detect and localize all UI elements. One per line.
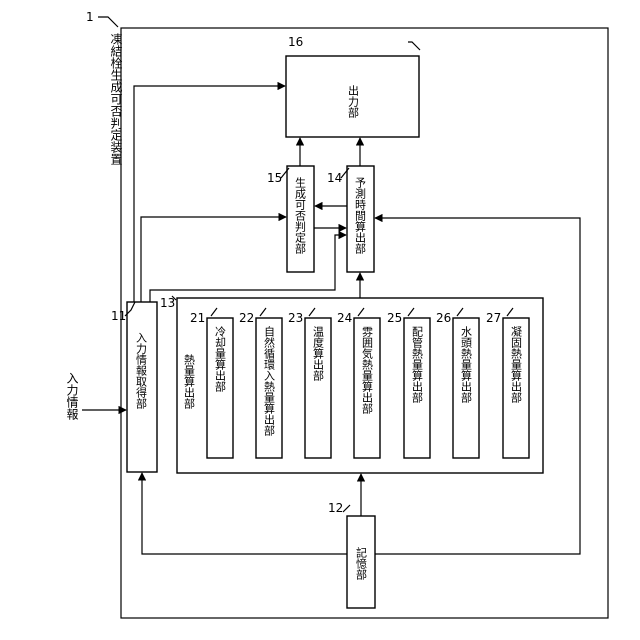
input-info-label: 入力情報 [65, 372, 79, 421]
ref-natural-circulation: 22 [239, 311, 254, 325]
water-heat-label: 水頭熱量算出部 [460, 326, 473, 403]
ref-cooling: 21 [190, 311, 205, 325]
ref-heat-calc: 13 [160, 296, 175, 310]
ref-solidification-heat: 27 [486, 311, 501, 325]
solidification-heat-label: 凝固熱量算出部 [510, 325, 523, 403]
ref-leader-device [98, 17, 118, 27]
ref-output: 16 [288, 35, 303, 49]
device-title: 凍結栓生成可否判定装置 [109, 33, 123, 165]
storage-label: 記憶部 [355, 546, 368, 580]
wire-storage-to-input [142, 473, 347, 554]
wire-input-to-time [150, 235, 346, 302]
ref-ambient-heat: 24 [337, 311, 352, 325]
freeze-time-label: 予測時間算出部 [354, 177, 367, 254]
natural-circulation-label: 自然循環入熱量算出部 [263, 326, 276, 436]
input-acquisition-label: 入力情報取得部 [135, 332, 148, 409]
heat-calc-label: 熱量算出部 [183, 354, 196, 409]
ref-freeze-time: 14 [327, 171, 342, 185]
ref-input-acquisition: 11 [111, 309, 126, 323]
ref-pipe-heat: 25 [387, 311, 402, 325]
ref-leader-storage [343, 505, 350, 512]
wire-input-to-output [134, 86, 285, 302]
output-block-label: 出力部 [347, 84, 360, 118]
ambient-heat-label: 雰囲気熱量算出部 [361, 326, 374, 414]
wire-input-to-judge [141, 217, 286, 302]
ref-storage: 12 [328, 501, 343, 515]
ref-freeze-judge: 15 [267, 171, 282, 185]
freeze-judge-label: 生成可否判定部 [294, 176, 307, 254]
pipe-heat-label: 配管熱量算出部 [411, 326, 424, 403]
cooling-label: 冷却量算出部 [214, 326, 227, 392]
ref-temperature: 23 [288, 311, 303, 325]
ref-water-heat: 26 [436, 311, 451, 325]
ref-device: 1 [86, 10, 94, 24]
temperature-label: 温度算出部 [312, 326, 325, 381]
ref-leader-output [408, 42, 420, 50]
